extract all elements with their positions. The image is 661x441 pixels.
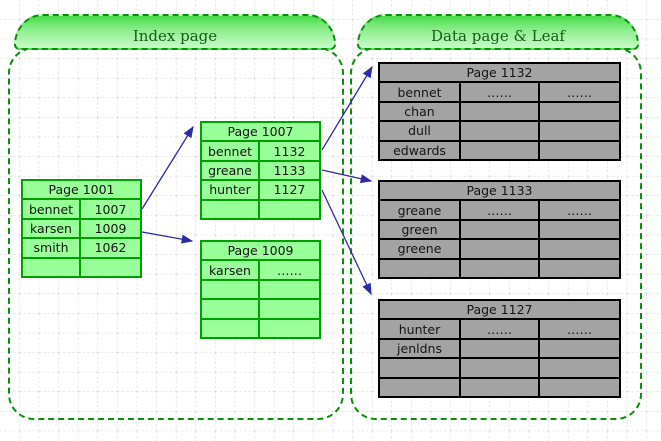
table-cell: 1127 [259,180,320,200]
table-cell [539,121,620,141]
table-cell [460,101,539,122]
table-cell: bennet [22,199,80,219]
table-cell [539,258,620,278]
table-cell [259,299,320,319]
table-cell [539,338,620,359]
table-cell: hunter [379,319,460,339]
table-cell: bennet [379,82,460,102]
table-cell: 1062 [80,238,141,258]
table-cell: greane [379,200,460,220]
table-cell [259,199,320,219]
table-cell: edwards [379,140,460,160]
table-cell [539,358,620,378]
table-cell [460,121,539,141]
table-cell [539,239,620,259]
table-cell: karsen [22,218,80,239]
table-title: Page 1007 [201,122,320,142]
index-page-header: Index page [14,14,336,50]
table-title: Page 1127 [379,300,620,320]
table-cell [539,219,620,240]
table-cell [539,140,620,160]
table-cell [259,279,320,300]
table-cell: …… [460,200,539,220]
table-cell [201,199,259,219]
table-cell: 1007 [80,199,141,219]
table-cell: 1009 [80,218,141,239]
table-cell: dull [379,121,460,141]
table-cell [460,219,539,240]
table-cell [460,239,539,259]
index-page-title: Index page [132,26,218,45]
table-title: Page 1001 [22,180,141,200]
table-title: Page 1009 [201,241,320,261]
table-cell [22,257,80,277]
table-cell [201,318,259,338]
table-cell: …… [460,319,539,339]
table-cell [259,318,320,338]
table-cell: chan [379,101,460,122]
table-cell: karsen [201,260,259,280]
table-cell: 1133 [259,160,320,181]
table-cell: green [379,219,460,240]
table-cell [460,140,539,160]
table-cell [201,299,259,319]
table-cell [460,377,539,397]
table-cell [460,358,539,378]
table-cell [80,257,141,277]
table-cell: 1132 [259,141,320,161]
table-cell [539,377,620,397]
table-cell: smith [22,238,80,258]
table-cell: …… [460,82,539,102]
table-cell: …… [259,260,320,280]
table-cell [460,258,539,278]
table-cell [201,279,259,300]
table-cell [379,377,460,397]
table-cell [460,338,539,359]
table-cell: jenldns [379,338,460,359]
table-cell: hunter [201,180,259,200]
data-page-header: Data page & Leaf [357,14,639,50]
table-cell: greene [379,239,460,259]
table-cell: bennet [201,141,259,161]
table-cell: …… [539,200,620,220]
table-cell [379,258,460,278]
table-cell: …… [539,319,620,339]
table-cell: greane [201,160,259,181]
table-title: Page 1133 [379,181,620,201]
table-title: Page 1132 [379,63,620,83]
table-cell [379,358,460,378]
table-cell: …… [539,82,620,102]
data-page-title: Data page & Leaf [431,26,565,45]
table-cell [539,101,620,122]
